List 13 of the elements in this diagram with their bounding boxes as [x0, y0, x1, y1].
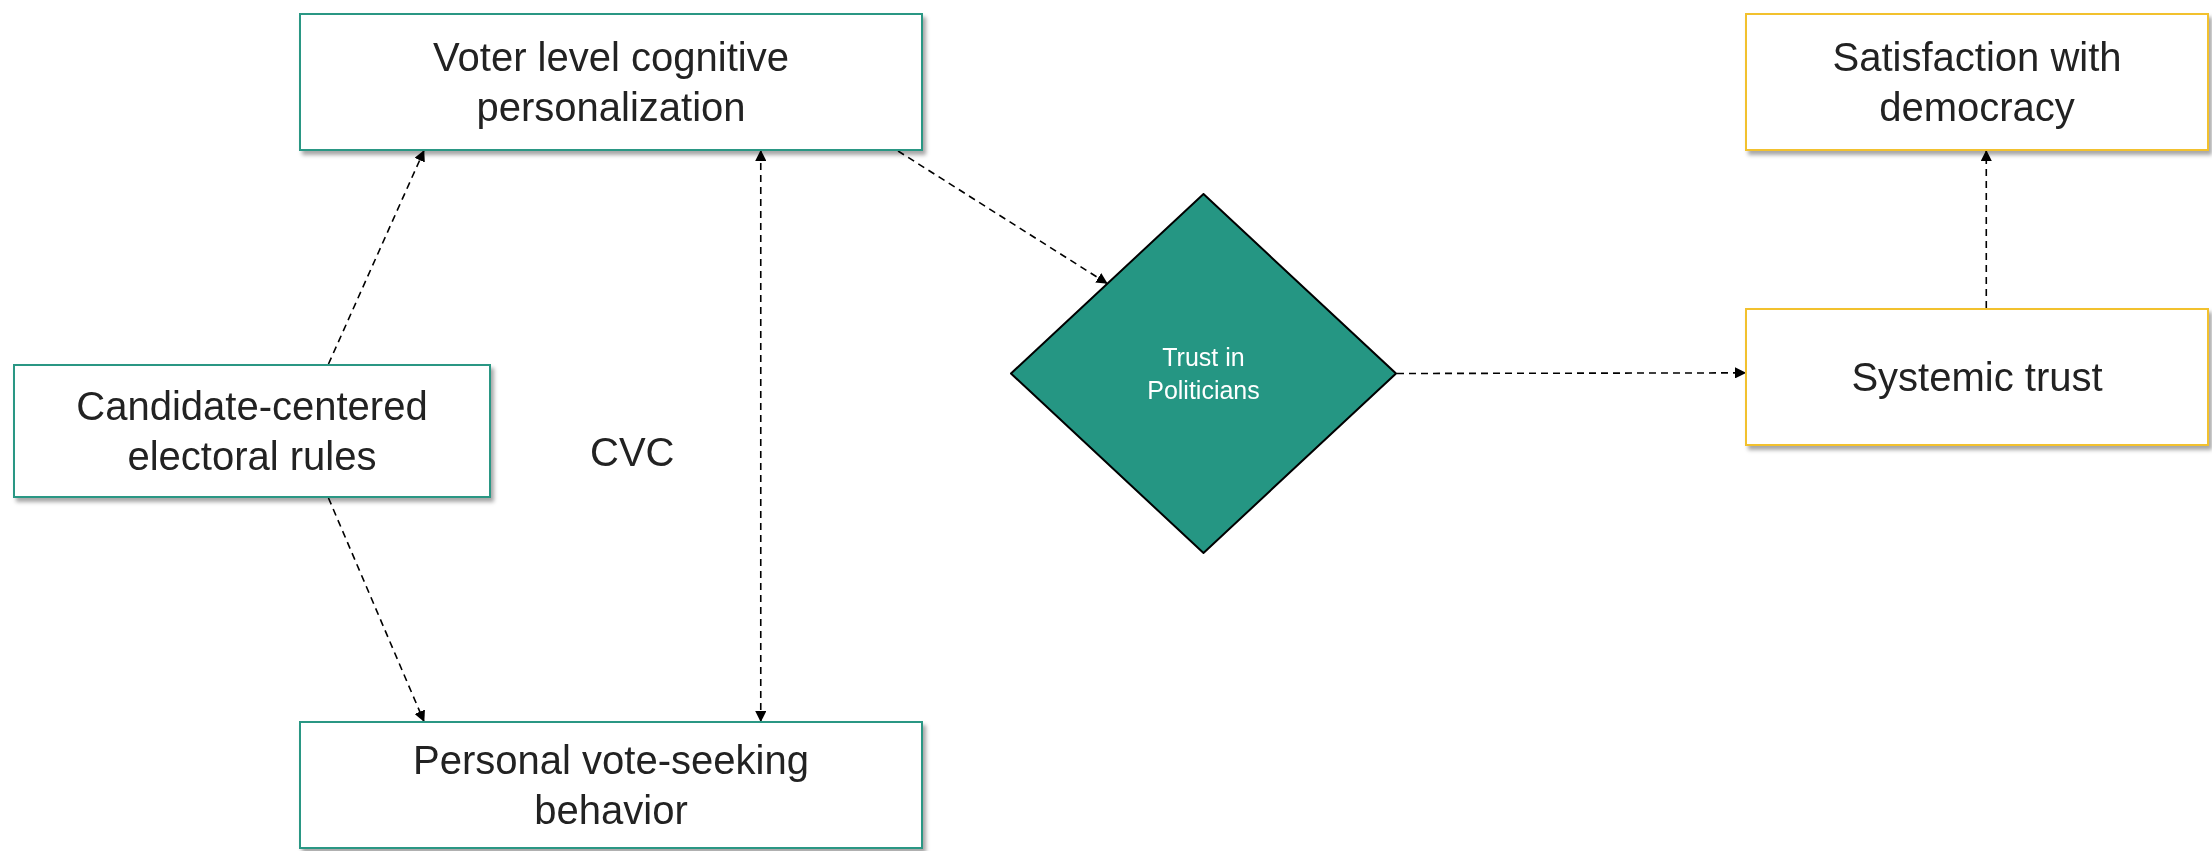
concept-box: Voter level cognitive personalization	[299, 13, 923, 151]
concept-box: Personal vote-seeking behavior	[299, 721, 923, 849]
outcome-box: Systemic trust	[1745, 308, 2209, 446]
dashed-arrow	[327, 150, 425, 365]
outcome-box: Satisfaction with democracy	[1745, 13, 2209, 151]
dashed-arrow	[897, 150, 1108, 285]
relation-label: CVC	[590, 430, 675, 475]
node-label: Trust in Politicians	[1146, 342, 1261, 406]
dashed-arrow	[1980, 149, 1992, 309]
concept-box: Candidate-centered electoral rules	[13, 364, 491, 498]
dashed-arrow	[755, 149, 767, 723]
dashed-arrow	[1396, 367, 1747, 379]
dashed-arrow	[327, 497, 425, 723]
